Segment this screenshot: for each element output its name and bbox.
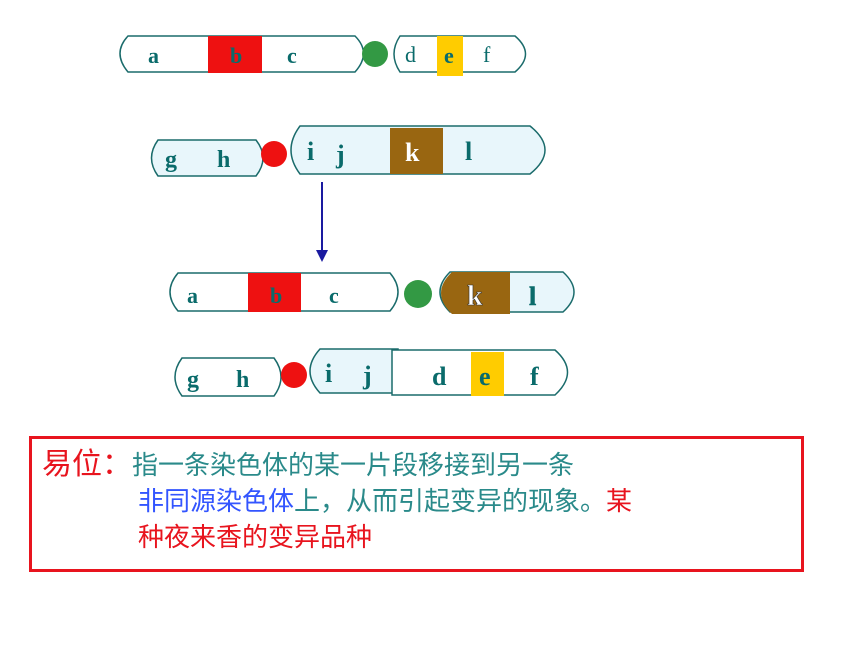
gene-d-2: d xyxy=(432,362,447,391)
highlight-non-homologous: 非同源染色体 xyxy=(138,487,295,517)
segment-k xyxy=(390,128,443,174)
gene-j-2: j xyxy=(362,361,372,390)
definition-box: 易位：指一条染色体的某一片段移接到另一条 非同源染色体上，从而引起变异的现象。某… xyxy=(29,436,804,572)
translocation-diagram: a b c d e f g h i j k l a b c k l xyxy=(119,35,575,397)
segment-b-2 xyxy=(248,273,301,312)
translocation-arrow xyxy=(316,182,328,262)
gene-b: b xyxy=(230,43,242,68)
definition-text: 易位：指一条染色体的某一片段移接到另一条 非同源染色体上，从而引起变异的现象。某… xyxy=(42,447,797,556)
definition-line-3: 种夜来香的变异品种 xyxy=(138,523,373,553)
centromere-green-2 xyxy=(404,280,432,308)
gene-h-2: h xyxy=(236,367,249,393)
chromosome-translocated-1: a b c k l xyxy=(169,271,575,314)
gene-l: l xyxy=(465,137,472,166)
chromosome-arm-ij xyxy=(309,348,399,394)
gene-i-2: i xyxy=(325,359,332,388)
chromosome-original-1: a b c d e f xyxy=(119,35,527,76)
chromosome-arm-gh-2 xyxy=(174,357,282,397)
gene-f-2: f xyxy=(530,362,539,391)
gene-h: h xyxy=(217,147,230,173)
segment-b xyxy=(208,36,262,73)
gene-e: e xyxy=(444,43,454,68)
gene-a: a xyxy=(148,43,159,68)
gene-k: k xyxy=(405,138,420,167)
centromere-red xyxy=(261,141,287,167)
gene-j: j xyxy=(335,140,345,169)
gene-l-2: l xyxy=(529,282,536,311)
chromosome-original-2: g h i j k l xyxy=(150,125,546,177)
gene-g: g xyxy=(165,147,177,173)
gene-g-2: g xyxy=(187,367,199,393)
centromere-green xyxy=(362,41,388,67)
definition-term: 易位： xyxy=(42,447,132,482)
gene-b-2: b xyxy=(270,283,282,308)
definition-line-1: 指一条染色体的某一片段移接到另一条 xyxy=(132,451,575,481)
segment-k-2 xyxy=(441,272,510,314)
chromosome-translocated-2: g h i j d e f xyxy=(174,348,569,397)
gene-k-2: k xyxy=(467,281,483,312)
segment-e xyxy=(437,36,463,76)
gene-a-2: a xyxy=(187,283,198,308)
centromere-red-2 xyxy=(281,362,307,388)
chromosome-arm-gh xyxy=(150,139,264,177)
definition-line-2: 非同源染色体上，从而引起变异的现象。某 xyxy=(42,484,797,520)
gene-f: f xyxy=(483,42,491,67)
gene-c-2: c xyxy=(329,283,339,308)
gene-e-2: e xyxy=(479,362,491,391)
gene-d: d xyxy=(405,42,416,67)
segment-e-2 xyxy=(471,352,504,396)
definition-line-2-text: 上，从而引起变异的现象。 xyxy=(294,487,607,517)
example-start: 某 xyxy=(606,487,633,517)
gene-i: i xyxy=(307,137,314,166)
gene-c: c xyxy=(287,43,297,68)
